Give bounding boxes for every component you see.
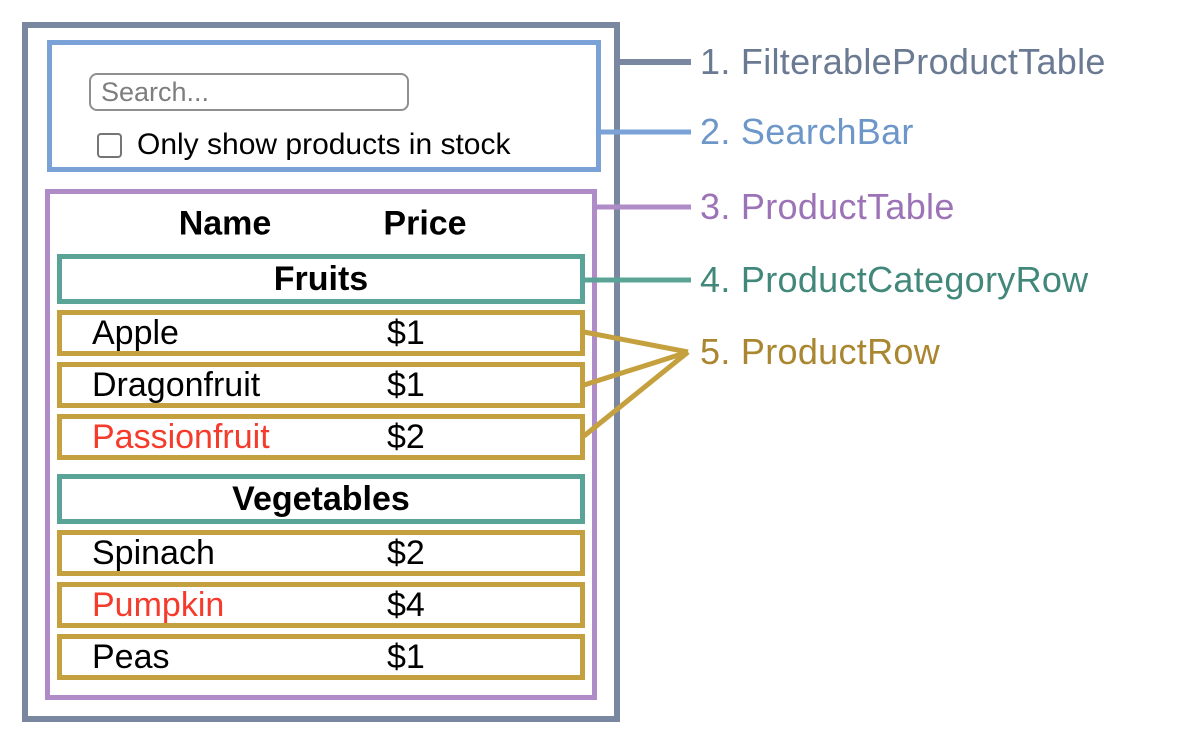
in-stock-checkbox-label: Only show products in stock <box>137 128 511 161</box>
product-name: Passionfruit <box>92 418 270 456</box>
product-row: Apple $1 <box>57 310 585 356</box>
product-row: Dragonfruit $1 <box>57 362 585 408</box>
product-name: Spinach <box>92 534 215 572</box>
product-category-row: Fruits <box>57 254 585 304</box>
table-header-row: Name Price <box>50 194 592 254</box>
product-price: $1 <box>387 638 425 676</box>
search-bar-box: Only show products in stock <box>47 40 601 172</box>
search-input[interactable] <box>89 73 409 111</box>
product-name: Dragonfruit <box>92 366 261 404</box>
product-price: $1 <box>387 314 425 352</box>
product-row: Passionfruit $2 <box>57 414 585 460</box>
legend-filterable-product-table: 1. FilterableProductTable <box>700 41 1106 82</box>
legend-product-row: 5. ProductRow <box>700 331 941 372</box>
product-row: Spinach $2 <box>57 530 585 576</box>
product-price: $4 <box>387 586 425 624</box>
legend-product-category-row: 4. ProductCategoryRow <box>700 259 1089 300</box>
product-name: Peas <box>92 638 170 676</box>
legend-search-bar: 2. SearchBar <box>700 111 914 152</box>
column-header-name: Name <box>178 204 272 243</box>
category-label: Fruits <box>273 260 369 298</box>
product-price: $2 <box>387 534 425 572</box>
in-stock-checkbox[interactable] <box>97 132 122 158</box>
product-row: Pumpkin $4 <box>57 582 585 628</box>
product-category-row: Vegetables <box>57 474 585 524</box>
legend-product-table: 3. ProductTable <box>700 186 955 227</box>
column-header-price: Price <box>383 204 467 243</box>
category-label: Vegetables <box>232 480 410 518</box>
product-name: Apple <box>92 314 179 352</box>
product-row: Peas $1 <box>57 634 585 680</box>
product-price: $1 <box>387 366 425 404</box>
product-price: $2 <box>387 418 425 456</box>
product-name: Pumpkin <box>92 586 225 624</box>
stock-filter-row: Only show products in stock <box>97 128 511 161</box>
